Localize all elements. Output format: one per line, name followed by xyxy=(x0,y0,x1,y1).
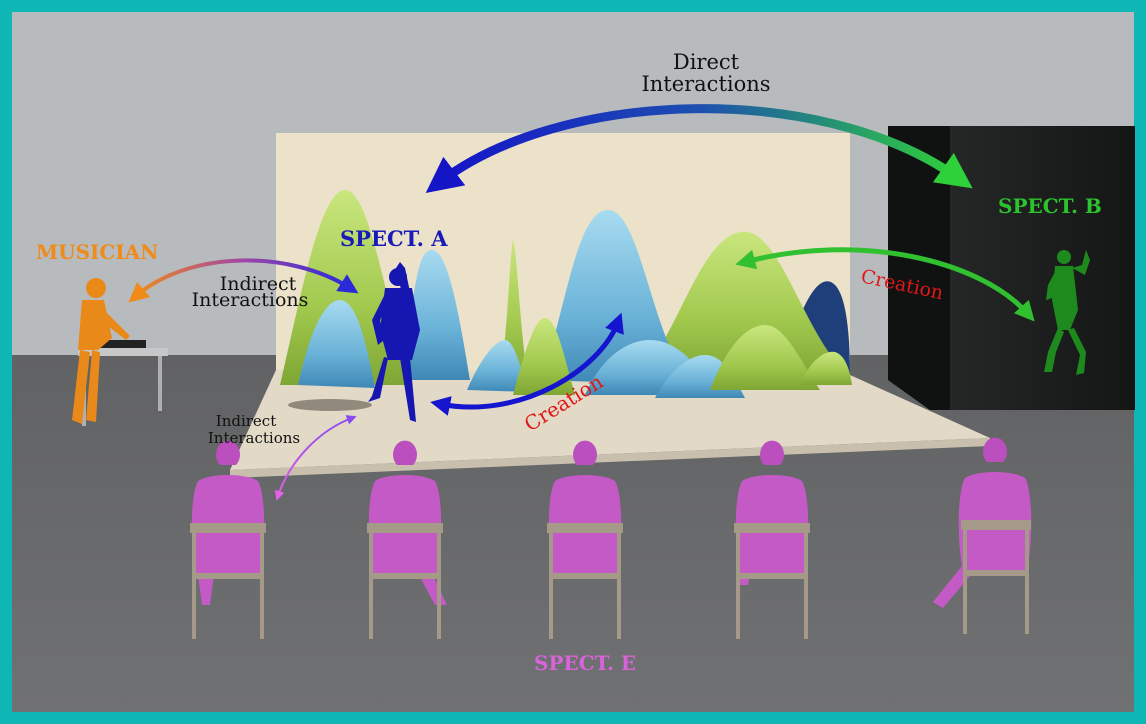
hill-tiny-green xyxy=(800,351,852,385)
indirect-a-label-line1: Indirect xyxy=(220,273,297,295)
hill-blue-front xyxy=(298,300,375,388)
spectator-e-4 xyxy=(734,440,810,639)
stage-floor xyxy=(230,370,990,470)
indirect-musician-arrow xyxy=(128,258,359,303)
creation-b-arrow xyxy=(735,247,1035,322)
spect-a-label: SPECT. A xyxy=(340,226,448,251)
musician-label: MUSICIAN xyxy=(36,240,158,264)
stage-edge xyxy=(230,438,990,478)
spect-a-figure xyxy=(288,262,420,422)
creation-a-arrow xyxy=(430,312,624,416)
spectator-e-2 xyxy=(367,440,447,639)
direct-label-line1: Direct xyxy=(673,50,740,74)
spect-b-label: SPECT. B xyxy=(998,194,1102,218)
spectator-e-5 xyxy=(933,437,1032,634)
indirect-a-label-line2: Interactions xyxy=(192,289,309,311)
spect-b-figure xyxy=(1044,250,1090,375)
indirect-e-label-line2: Interactions xyxy=(208,429,300,447)
spectator-e-1 xyxy=(190,440,266,639)
spect-e-label: SPECT. E xyxy=(534,651,636,675)
audience xyxy=(190,437,1032,639)
direct-interactions-arrow xyxy=(425,104,973,193)
direct-label-line2: Interactions xyxy=(641,72,770,96)
keyboard-icon xyxy=(96,340,146,348)
desk-top xyxy=(78,348,168,356)
indirect-audience-arrow xyxy=(274,415,357,501)
spectator-e-3 xyxy=(547,440,623,639)
musician-figure xyxy=(72,278,168,426)
hill-green-small-right xyxy=(710,325,820,390)
indirect-e-label-line1: Indirect xyxy=(216,412,276,430)
